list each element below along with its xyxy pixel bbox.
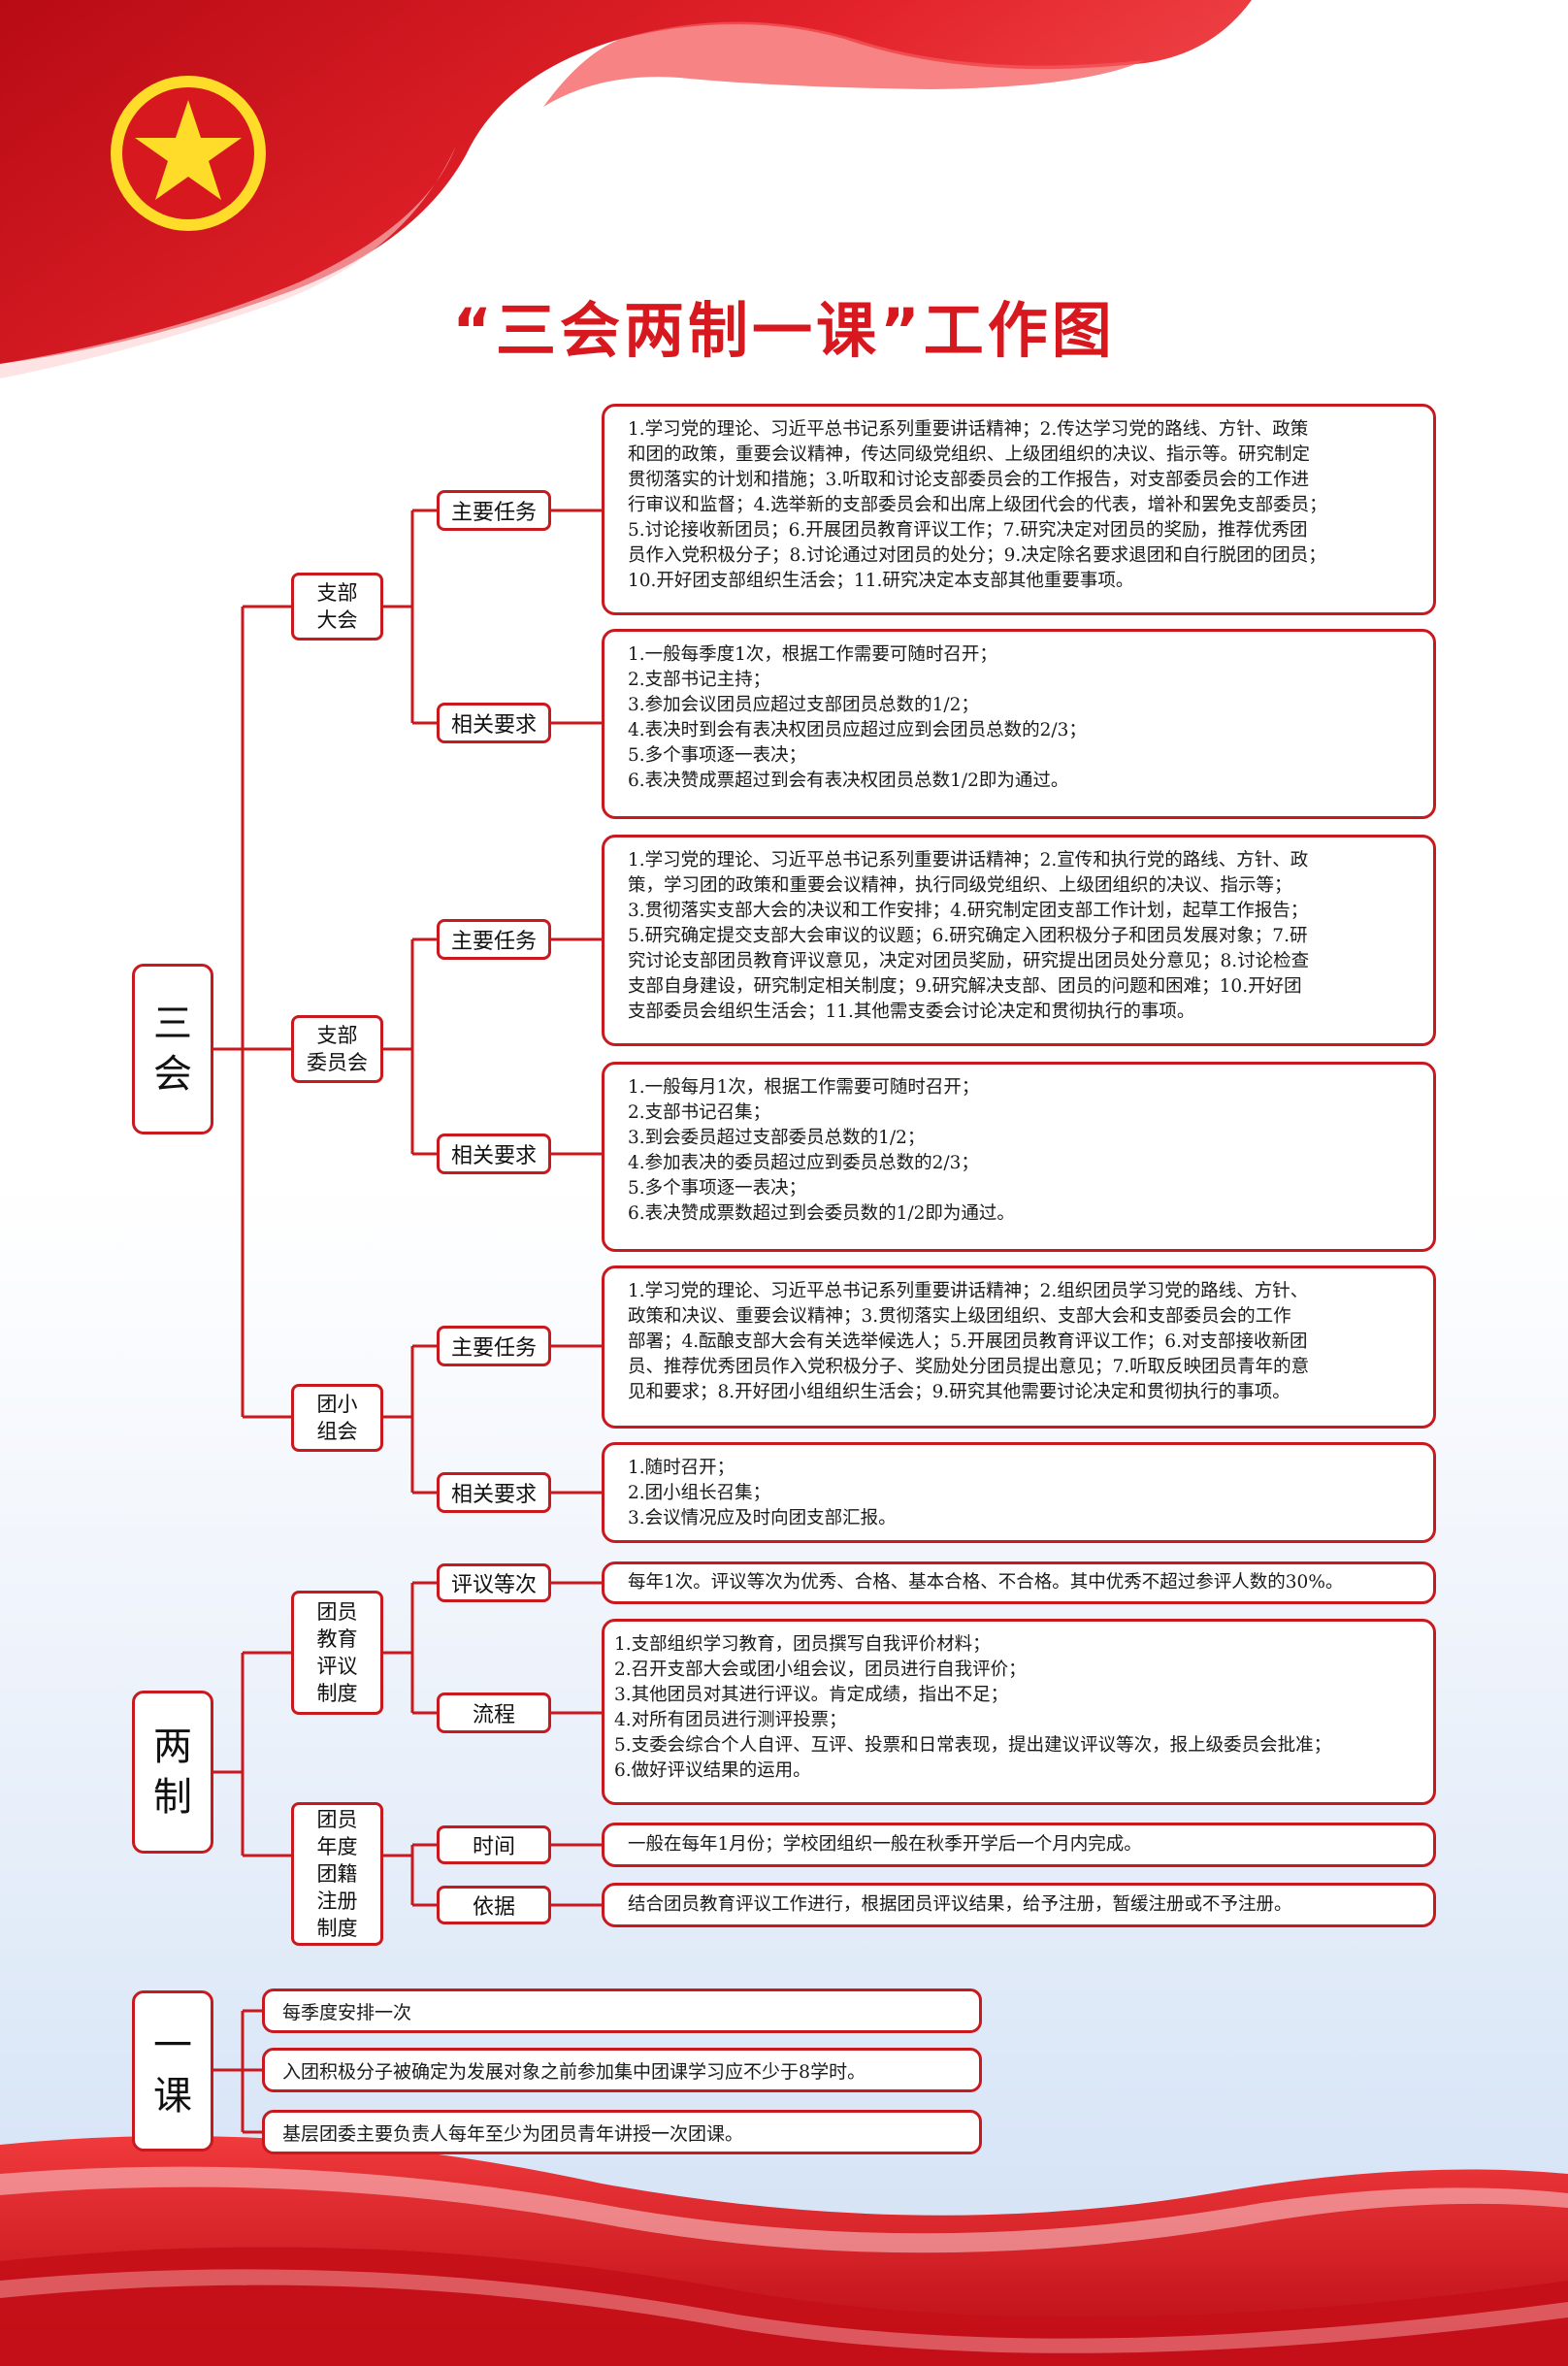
label-process: 流程 bbox=[437, 1692, 551, 1733]
yi-ke-item: 每季度安排一次 bbox=[262, 1988, 982, 2033]
label-grades: 评议等次 bbox=[437, 1563, 551, 1602]
node-pingyi-zhidu: 团员 教育 评议 制度 bbox=[291, 1591, 383, 1715]
yi-ke-item: 入团积极分子被确定为发展对象之前参加集中团课学习应不少于8学时。 bbox=[262, 2048, 982, 2092]
label-requirements: 相关要求 bbox=[437, 703, 551, 743]
node-zhuce-zhidu: 团员 年度 团籍 注册 制度 bbox=[291, 1802, 383, 1946]
node-zhibu-dahui: 支部 大会 bbox=[291, 573, 383, 641]
content-main-tasks: 1.学习党的理论、习近平总书记系列重要讲话精神；2.组织团员学习党的路线、方针、… bbox=[602, 1265, 1436, 1429]
red-flag-decoration bbox=[0, 0, 1252, 378]
label-main-tasks: 主要任务 bbox=[437, 1326, 551, 1366]
category-yi-ke: 一 课 bbox=[132, 1990, 213, 2152]
emblem-icon bbox=[111, 76, 266, 231]
node-tuan-xiaozu-hui: 团小 组会 bbox=[291, 1384, 383, 1452]
content-requirements: 1.一般每月1次，根据工作需要可随时召开； 2.支部书记召集； 3.到会委员超过… bbox=[602, 1062, 1436, 1252]
label-time: 时间 bbox=[437, 1825, 551, 1864]
label-basis: 依据 bbox=[437, 1886, 551, 1924]
content-requirements: 1.随时召开； 2.团小组长召集； 3.会议情况应及时向团支部汇报。 bbox=[602, 1442, 1436, 1543]
label-main-tasks: 主要任务 bbox=[437, 919, 551, 960]
label-requirements: 相关要求 bbox=[437, 1472, 551, 1513]
content-grades: 每年1次。评议等次为优秀、合格、基本合格、不合格。其中优秀不超过参评人数的30%… bbox=[602, 1561, 1436, 1604]
node-zhibu-weiyuanhui: 支部 委员会 bbox=[291, 1015, 383, 1083]
label-main-tasks: 主要任务 bbox=[437, 490, 551, 531]
content-process: 1.支部组织学习教育，团员撰写自我评价材料； 2.召开支部大会或团小组会议，团员… bbox=[602, 1619, 1436, 1805]
category-san-hui: 三会 bbox=[132, 964, 213, 1134]
content-requirements: 1.一般每季度1次，根据工作需要可随时召开； 2.支部书记主持； 3.参加会议团… bbox=[602, 629, 1436, 819]
label-requirements: 相关要求 bbox=[437, 1134, 551, 1174]
category-liang-zhi: 两 制 bbox=[132, 1691, 213, 1854]
content-main-tasks: 1.学习党的理论、习近平总书记系列重要讲话精神；2.传达学习党的路线、方针、政策… bbox=[602, 404, 1436, 615]
content-time: 一般在每年1月份；学校团组织一般在秋季开学后一个月内完成。 bbox=[602, 1823, 1436, 1867]
content-main-tasks: 1.学习党的理论、习近平总书记系列重要讲话精神；2.宣传和执行党的路线、方针、政… bbox=[602, 835, 1436, 1046]
content-basis: 结合团员教育评议工作进行，根据团员评议结果，给予注册，暂缓注册或不予注册。 bbox=[602, 1883, 1436, 1927]
red-wave-decoration bbox=[0, 2136, 1568, 2366]
yi-ke-item: 基层团委主要负责人每年至少为团员青年讲授一次团课。 bbox=[262, 2110, 982, 2154]
page-title: “三会两制一课”工作图 bbox=[452, 295, 1116, 366]
